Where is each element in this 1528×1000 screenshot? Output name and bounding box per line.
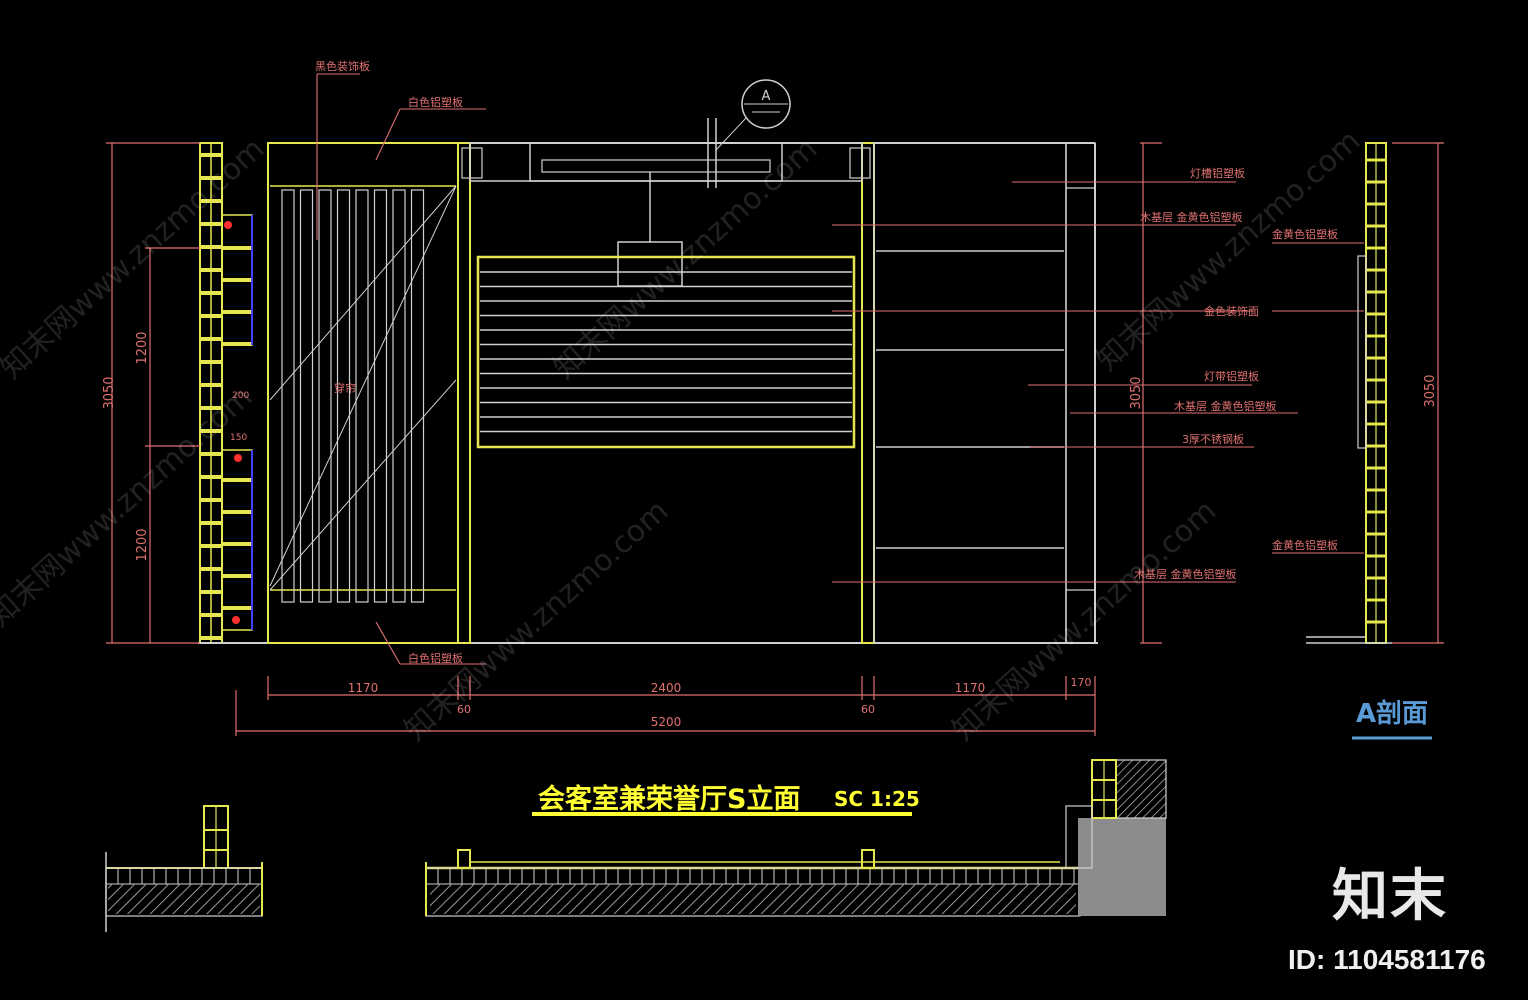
dim-seg-5: 1170 xyxy=(955,681,986,695)
curtain-strip xyxy=(281,189,295,603)
curtain-strip xyxy=(373,189,388,603)
dim-total: 5200 xyxy=(651,715,682,729)
brand-logo: 知末 xyxy=(1332,864,1448,929)
label-center-panel: 穿帘 xyxy=(334,381,356,395)
dim-small-1: 200 xyxy=(232,391,249,401)
curtain-strip xyxy=(392,189,406,603)
curtain-strip xyxy=(299,189,314,603)
label-top-left-2: 白色铝塑板 xyxy=(408,95,463,109)
label-right-4: 灯带铝塑板 xyxy=(1204,369,1259,383)
bottom-plan xyxy=(105,759,1167,932)
curtain-strip xyxy=(318,189,332,603)
section-a xyxy=(1306,142,1432,740)
dim-left-height: 3050 xyxy=(102,376,117,409)
label-right-7: 木基层 金黄色铝塑板 xyxy=(1134,567,1237,581)
curtain-strip xyxy=(336,189,351,603)
dim-seg-6: 170 xyxy=(1071,676,1092,689)
dim-seg-3: 2400 xyxy=(651,681,682,695)
section-tag: A xyxy=(762,89,771,104)
label-section-1: 金黄色铝塑板 xyxy=(1272,227,1338,241)
watermark-text: 知末网www.znzmo.com xyxy=(398,493,675,748)
watermark-text: 知末网www.znzmo.com xyxy=(1090,123,1367,378)
text-layer: 黑色装饰板 白色铝塑板 白色铝塑板 穿帘 灯槽铝塑板 木基层 金黄色铝塑板 金色… xyxy=(102,59,1438,816)
label-right-6: 3厚不锈钢板 xyxy=(1182,432,1244,446)
label-bottom-left: 白色铝塑板 xyxy=(408,651,463,665)
watermark-text: 知末网www.znzmo.com xyxy=(946,493,1223,748)
dim-right-height: 3050 xyxy=(1129,376,1144,409)
curtain-strip xyxy=(410,189,425,603)
image-id: ID: 1104581176 xyxy=(1288,944,1486,975)
drawing-scale: SC 1:25 xyxy=(834,787,920,811)
dim-section-height: 3050 xyxy=(1423,374,1438,407)
label-right-3: 金色装饰面 xyxy=(1204,304,1259,318)
main-elevation xyxy=(198,79,1098,644)
dim-seg-4: 60 xyxy=(861,703,875,716)
label-right-2: 木基层 金黄色铝塑板 xyxy=(1140,210,1243,224)
dimension-lines xyxy=(106,142,1444,736)
label-right-1: 灯槽铝塑板 xyxy=(1190,166,1245,180)
leader-lines xyxy=(316,73,1364,665)
dim-small-2: 150 xyxy=(230,433,247,443)
dim-left-lower: 1200 xyxy=(135,528,150,561)
drawing-title: 会客室兼荣誉厅S立面 xyxy=(538,783,800,815)
dim-seg-2: 60 xyxy=(457,703,471,716)
label-section-2: 金黄色铝塑板 xyxy=(1272,538,1338,552)
watermark-text: 知末网www.znzmo.com xyxy=(0,379,259,634)
section-title: A剖面 xyxy=(1356,698,1428,729)
label-top-left-1: 黑色装饰板 xyxy=(315,59,370,73)
dim-left-upper: 1200 xyxy=(135,331,150,364)
dim-seg-1: 1170 xyxy=(348,681,379,695)
watermark-text: 知末网www.znzmo.com xyxy=(547,131,824,386)
left-wall-section xyxy=(199,142,253,644)
curtain-strip xyxy=(355,189,369,603)
label-right-5: 木基层 金黄色铝塑板 xyxy=(1174,399,1277,413)
